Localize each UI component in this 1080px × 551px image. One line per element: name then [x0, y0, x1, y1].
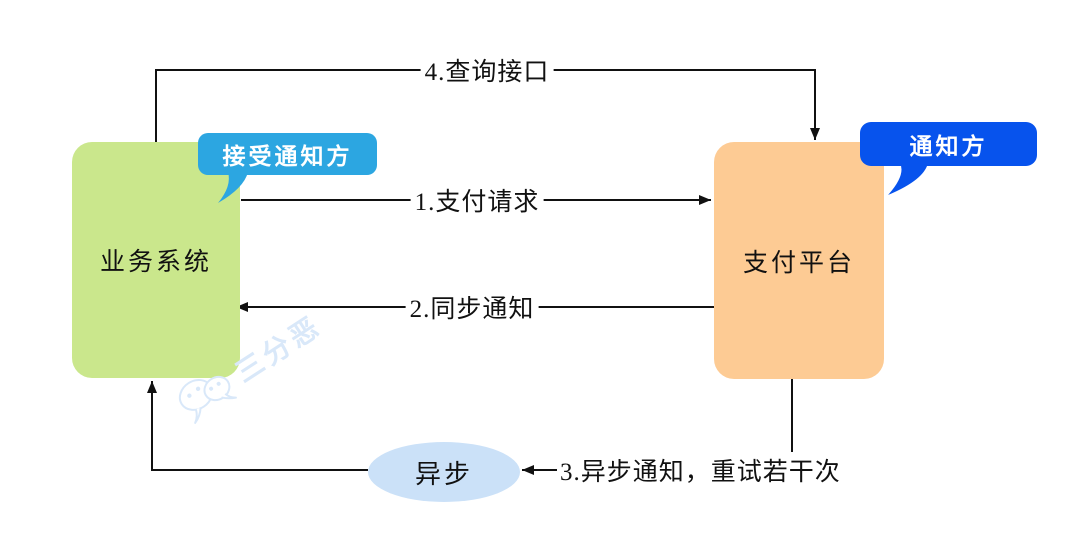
business-system-label: 业务系统: [99, 249, 212, 276]
async-label: 异步: [414, 459, 473, 489]
edge-label-query-interface: 4.查询接口: [420, 52, 554, 88]
callout-notifier-tail-icon: [888, 163, 928, 195]
node-payment-platform: 支付平台: [714, 142, 884, 379]
callout-notifier: 通知方: [860, 122, 1037, 166]
edge-label-async-notify: 3.异步通知，重试若干次: [560, 459, 841, 486]
callout-receiver: 接受通知方: [198, 133, 377, 175]
payment-platform-label: 支付平台: [742, 249, 855, 277]
callout-notifier-label: 通知方: [909, 134, 988, 159]
wechat-chat-bubbles-icon: [178, 375, 237, 424]
watermark: 三分恶: [170, 303, 330, 428]
node-business-system: 业务系统: [72, 142, 240, 378]
edge-label-payment-request: 1.支付请求: [410, 182, 544, 218]
edge-label-sync-notify: 2.同步通知: [405, 289, 539, 325]
callout-receiver-tail-icon: [218, 172, 248, 203]
callout-receiver-label: 接受通知方: [222, 144, 353, 169]
edge-async-to-business-line: [147, 381, 368, 471]
node-async: 异步: [368, 442, 520, 502]
